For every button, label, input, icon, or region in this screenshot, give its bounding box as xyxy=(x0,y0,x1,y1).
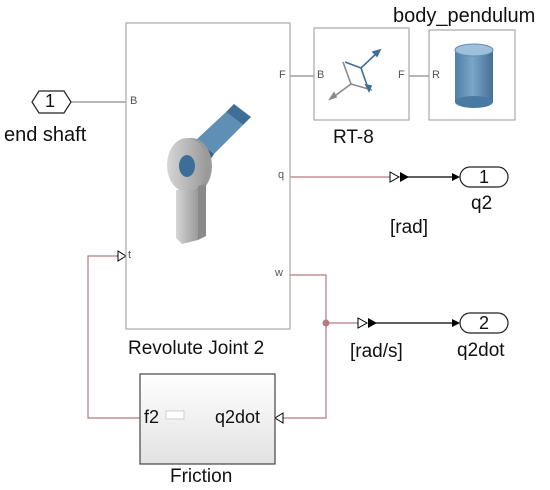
joint-port-w: w xyxy=(275,267,283,279)
inport-number: 1 xyxy=(45,91,56,111)
joint-port-b: B xyxy=(130,95,138,107)
body-port-r: R xyxy=(432,69,440,81)
signal-unit-rad: [rad] xyxy=(390,217,429,238)
joint-port-q: q xyxy=(278,169,285,181)
joint-port-t: t xyxy=(128,249,132,261)
friction-port-q2dot: q2dot xyxy=(215,407,261,427)
rt8-title: RT-8 xyxy=(333,127,374,148)
joint-port-f: F xyxy=(279,69,286,81)
friction-block[interactable] xyxy=(139,373,276,465)
outport-q2dot-number: 2 xyxy=(479,313,490,333)
signal-line-q[interactable] xyxy=(290,171,460,183)
branch-point xyxy=(322,319,330,327)
signal-line-w[interactable] xyxy=(274,274,460,424)
frame-axes-icon xyxy=(328,48,382,101)
friction-inner-port-box xyxy=(165,410,185,420)
revolute-joint-icon xyxy=(167,104,251,244)
rt8-port-b: B xyxy=(317,69,325,81)
rt8-block[interactable] xyxy=(313,27,410,121)
inport-end-shaft-shape[interactable] xyxy=(31,90,72,114)
friction-title: Friction xyxy=(170,466,233,487)
outport-q2-name: q2 xyxy=(471,193,493,214)
friction-port-f2: f2 xyxy=(144,407,160,427)
outport-q2-shape[interactable] xyxy=(459,166,509,188)
body-pendulum-title: body_pendulum xyxy=(393,5,536,27)
rt8-port-f: F xyxy=(398,69,405,81)
outport-q2dot-name: q2dot xyxy=(457,340,505,361)
outport-q2dot-shape[interactable] xyxy=(459,312,509,334)
inport-name: end shaft xyxy=(4,124,87,146)
signal-line-torque[interactable] xyxy=(87,250,140,419)
revolute-joint-title: Revolute Joint 2 xyxy=(128,338,265,359)
outport-q2-number: 1 xyxy=(479,167,490,187)
cylinder-icon xyxy=(454,43,494,108)
signal-unit-rad-per-s: [rad/s] xyxy=(350,341,403,362)
